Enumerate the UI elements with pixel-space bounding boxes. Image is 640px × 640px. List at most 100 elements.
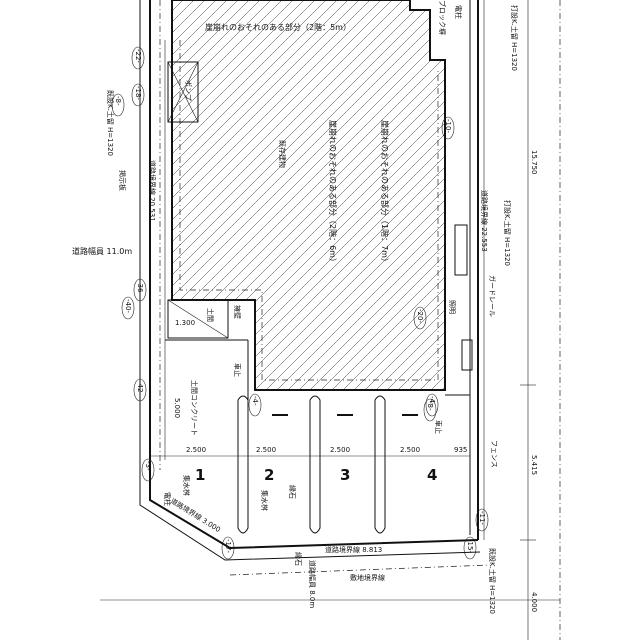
building-outline (171, 0, 446, 391)
label-curb: 縁石 (288, 485, 297, 499)
dim-small: 1.300 (175, 319, 195, 327)
curb-u-shape (309, 395, 321, 534)
hatch-line (400, 0, 445, 390)
dim-bay-4: 2.500 (400, 446, 420, 454)
hatch-line (172, 0, 239, 390)
hatch-line (172, 0, 445, 390)
label-tbm-right-bottom: 既設K.土留 H=1320 (488, 548, 497, 614)
dim-right-bottom: 4.000 (530, 592, 538, 612)
hatch-line (172, 0, 445, 390)
stair-diag (167, 299, 229, 339)
stair-block (167, 299, 229, 339)
station-marker-label: -3- (144, 461, 152, 471)
bottom-far-line (229, 564, 491, 576)
hatch-line (172, 0, 349, 390)
label-tank: 土間 (206, 308, 215, 322)
hatch-line (467, 0, 640, 420)
station-marker-label: -20- (416, 309, 424, 323)
label-sign: 掲示板 (118, 170, 127, 191)
hatch-line (323, 0, 445, 390)
curb-u-shape (237, 395, 249, 534)
hatch-line (172, 0, 173, 390)
parking-curbs (237, 395, 418, 534)
hatch-line (172, 0, 445, 390)
hatch-line (0, 0, 128, 420)
station-marker-label: -17- (224, 539, 232, 553)
dim-depth: 5.000 (173, 398, 181, 418)
station-marker (248, 393, 262, 417)
hatch-line (172, 0, 272, 390)
bottom-boundary-line (149, 470, 479, 550)
station-marker (475, 508, 489, 532)
station-marker (413, 306, 427, 330)
hatch-line (0, 0, 117, 420)
label-no-cliff-top: 崖崩れのおそれのある部分（2階：5m） (205, 22, 351, 32)
hatch-line (172, 0, 445, 390)
station-marker (141, 458, 155, 482)
label-no-cliff-mid1: 崖崩れのおそれのある部分（2階：6m） (328, 120, 338, 266)
label-curb-2: 縁石 (294, 552, 303, 566)
label-site-boundary: 敷地境界線 (350, 573, 385, 582)
dim-right-mid: 5.415 (530, 455, 538, 475)
hatch-line (0, 0, 7, 420)
label-drain: 集水桝 (182, 475, 191, 496)
station-marker-label: -18- (134, 86, 142, 100)
hatch-line (172, 0, 327, 390)
dim-bay-2: 2.500 (256, 446, 276, 454)
hatch-line (172, 0, 371, 390)
station-marker-label: -15- (466, 539, 474, 553)
hatch-line (0, 0, 73, 420)
bottom-road-line (139, 470, 481, 561)
hatch-line (172, 0, 382, 390)
label-existing-building: 既存建物 (278, 140, 287, 168)
hatch-line (172, 0, 445, 390)
curb-u-shape (374, 395, 386, 534)
station-marker (121, 296, 135, 320)
bay-number-2: 2 (264, 466, 274, 484)
small-box-right (461, 339, 473, 371)
pump-house-x2 (167, 61, 199, 123)
hatch-line (0, 0, 106, 420)
hatch-line (224, 0, 445, 390)
hatch-line (172, 0, 445, 390)
station-marker-label: -42- (136, 381, 144, 395)
label-pump: ポンプ (184, 80, 192, 101)
hatch-line (172, 0, 283, 390)
station-marker (131, 83, 145, 107)
label-block: ブロック塀 (438, 0, 447, 35)
label-elec: 電柱 (454, 5, 463, 19)
hatch-line (172, 0, 445, 390)
label-tbm-right-mid: 打設K.土留 H=1320 (503, 200, 512, 266)
label-drain-2: 集水桝 (260, 490, 269, 511)
hatch-line (180, 0, 445, 390)
label-fence: フェンス (490, 440, 498, 468)
label-tbm-left-top: 既設K.土留 H=1320 (106, 90, 115, 156)
hatch-line (213, 0, 445, 390)
station-marker (133, 278, 147, 302)
label-no-cliff-mid2: 崖崩れのおそれのある部分（1階：7m） (380, 120, 390, 266)
hatch-line (172, 0, 426, 390)
hatch-line (268, 0, 445, 390)
hatch-line (290, 0, 445, 390)
hatch-line (433, 0, 445, 390)
label-tbm-right-top: 打設K.土留 H=1320 (510, 5, 519, 71)
hatch-line (422, 0, 445, 390)
hatch-line (172, 0, 294, 390)
label-stop: 車止 (434, 420, 443, 434)
hatch-line (172, 0, 250, 390)
station-marker-label: -4- (428, 396, 436, 406)
station-marker-label: -22- (134, 49, 142, 63)
dim-end: 935 (454, 446, 467, 454)
hatch-line (172, 0, 217, 390)
dim-bay-3: 2.500 (330, 446, 350, 454)
hatch-line (0, 0, 84, 420)
hatch-line (312, 0, 445, 390)
hatch-line (235, 0, 445, 390)
hatch-line (172, 0, 445, 390)
tank-block (454, 224, 468, 276)
hatch-line (0, 0, 29, 420)
station-markers: -18--22--36--40--42--3--8--17--15--10--1… (111, 46, 489, 560)
hatch-line (172, 0, 404, 390)
dim-bay-1: 2.500 (186, 446, 206, 454)
hatch-line (301, 0, 445, 390)
